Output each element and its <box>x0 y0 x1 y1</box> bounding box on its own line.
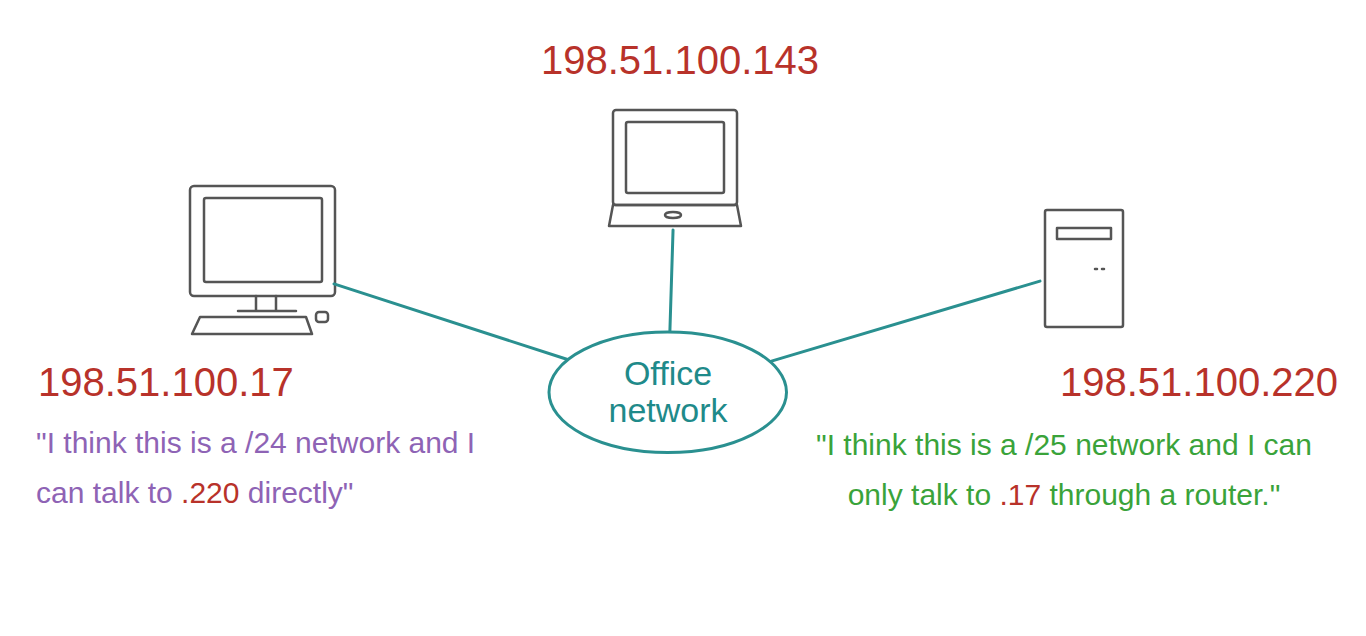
server-drive-bay <box>1057 228 1111 239</box>
network-link <box>670 230 673 331</box>
laptop-base <box>609 205 741 226</box>
monitor-screen <box>204 198 322 282</box>
network-link <box>771 281 1040 361</box>
server-tower <box>1045 210 1123 327</box>
speech-quote: "I think this is a /24 network and I can… <box>36 418 506 517</box>
network-outline <box>549 332 787 452</box>
network-link <box>334 284 567 359</box>
ip-suffix: .220 <box>181 476 239 509</box>
network-label: Office network <box>593 355 743 430</box>
laptop-trackpad <box>665 212 681 218</box>
laptop-node: 198.51.100.143 <box>608 105 742 230</box>
network-text-wrap: Office network <box>593 355 743 430</box>
keyboard-icon <box>192 317 312 334</box>
mouse-icon <box>316 312 328 322</box>
ip-address: 198.51.100.17 <box>38 358 378 406</box>
server-leds <box>1095 268 1104 271</box>
laptop-lid <box>613 110 737 205</box>
ip-address: 198.51.100.143 <box>515 36 845 84</box>
quote-part: directly" <box>239 476 353 509</box>
speech-quote: "I think this is a /25 network and I can… <box>790 420 1338 519</box>
desktop-node: 198.51.100.17"I think this is a /24 netw… <box>186 182 334 338</box>
network-cloud: Office network <box>547 330 789 454</box>
ip-address: 198.51.100.220 <box>1000 358 1338 406</box>
ip-suffix: .17 <box>999 478 1041 511</box>
monitor-stand <box>238 296 296 311</box>
monitor-icon <box>190 186 335 296</box>
server-node: 198.51.100.220"I think this is a /25 net… <box>1040 205 1128 331</box>
laptop-screen <box>626 122 724 193</box>
quote-part: through a router." <box>1041 478 1280 511</box>
